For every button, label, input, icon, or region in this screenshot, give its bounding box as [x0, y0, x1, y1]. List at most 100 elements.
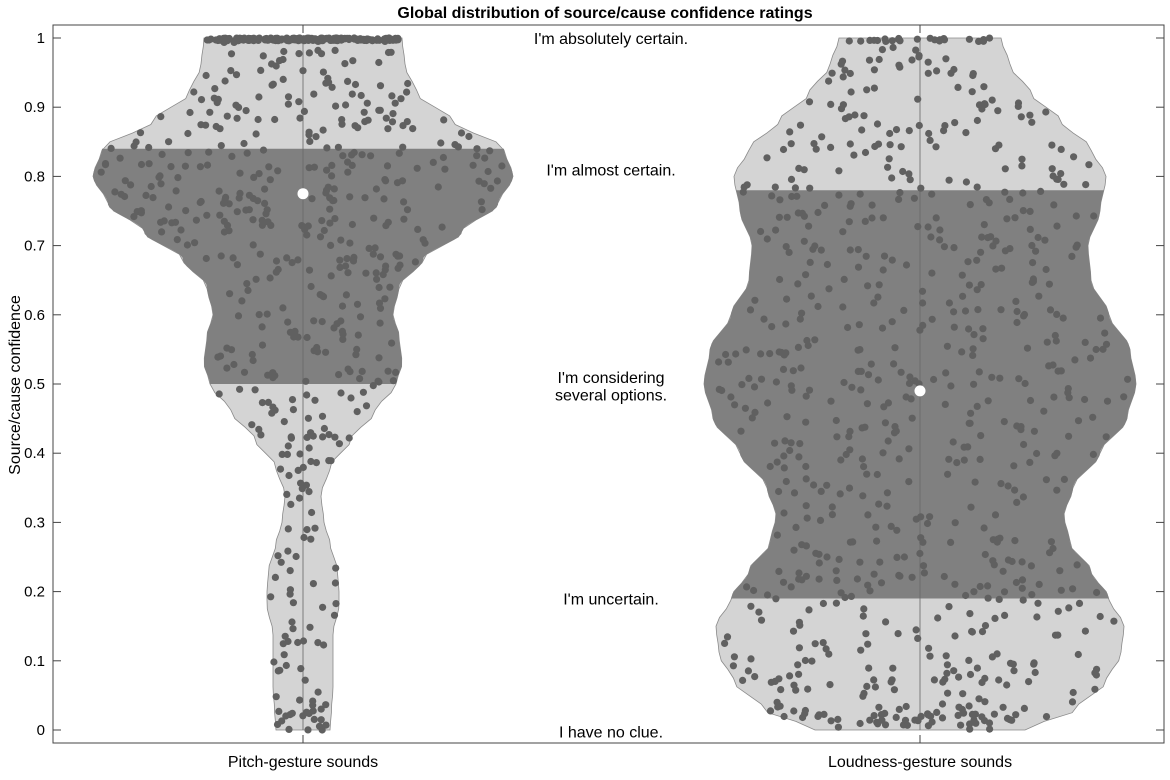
data-point: [1102, 340, 1111, 348]
data-point: [768, 192, 776, 200]
data-point: [203, 211, 211, 219]
data-point: [287, 500, 295, 508]
data-point: [750, 586, 758, 595]
data-point: [357, 91, 365, 100]
data-point: [1019, 596, 1027, 604]
data-point: [1054, 631, 1062, 639]
data-point: [1011, 214, 1019, 222]
data-point: [305, 266, 314, 274]
data-point: [274, 167, 282, 175]
data-point: [318, 412, 327, 420]
data-point: [1034, 599, 1042, 607]
data-point: [1020, 440, 1028, 449]
data-point: [181, 162, 189, 170]
data-point: [226, 290, 234, 298]
data-point: [337, 389, 345, 397]
data-point: [1081, 338, 1089, 346]
data-point: [914, 95, 922, 103]
data-point: [739, 676, 747, 685]
data-point: [907, 395, 915, 403]
data-point: [815, 559, 823, 567]
data-point: [940, 243, 949, 251]
data-point: [845, 484, 854, 492]
data-point: [1006, 195, 1014, 203]
data-point: [927, 233, 935, 241]
data-point: [259, 146, 268, 154]
data-point: [439, 153, 447, 162]
data-point: [318, 217, 326, 225]
data-point: [969, 351, 977, 359]
plot-area: 00.10.20.30.40.50.60.70.80.91Pitch-gestu…: [24, 24, 1165, 771]
data-point: [908, 573, 916, 581]
data-point: [1015, 375, 1023, 383]
data-point: [809, 245, 817, 253]
data-point: [879, 214, 887, 222]
data-point: [880, 252, 889, 260]
data-point: [383, 162, 392, 170]
data-point: [941, 675, 949, 683]
data-point: [837, 456, 845, 464]
data-point: [854, 246, 862, 254]
data-point: [801, 656, 810, 665]
data-point: [322, 721, 330, 729]
data-point: [995, 141, 1003, 149]
data-point: [341, 60, 349, 68]
data-point: [299, 67, 307, 75]
data-point: [865, 664, 873, 672]
data-point: [373, 275, 381, 283]
data-point: [971, 478, 979, 486]
data-point: [269, 369, 277, 377]
data-point: [860, 463, 868, 471]
data-point: [783, 295, 791, 303]
data-point: [429, 158, 437, 166]
data-point: [775, 675, 783, 683]
data-point: [897, 143, 905, 151]
data-point: [369, 382, 377, 390]
data-point: [981, 622, 990, 630]
data-point: [980, 717, 989, 725]
data-point: [279, 55, 287, 64]
data-point: [145, 160, 153, 168]
data-point: [1054, 367, 1062, 375]
data-point: [277, 558, 285, 566]
data-point: [781, 437, 789, 445]
data-point: [381, 37, 389, 46]
data-point: [928, 315, 936, 323]
data-point: [957, 721, 965, 729]
data-point: [744, 667, 753, 675]
data-point: [827, 100, 835, 108]
data-point: [973, 256, 981, 264]
data-point: [812, 145, 820, 153]
data-point: [1051, 331, 1059, 340]
data-point: [721, 639, 729, 648]
data-point: [856, 558, 864, 566]
data-point: [1099, 345, 1107, 353]
data-point: [864, 511, 872, 519]
data-point: [331, 433, 339, 441]
data-point: [202, 121, 210, 129]
data-point: [865, 56, 874, 64]
data-point: [345, 35, 353, 44]
data-point: [805, 606, 813, 614]
data-point: [846, 446, 854, 454]
data-point: [473, 145, 481, 153]
data-point: [308, 508, 316, 517]
data-point: [223, 364, 231, 372]
data-point: [469, 161, 477, 169]
data-point: [834, 723, 843, 731]
data-point: [1074, 417, 1083, 425]
data-point: [359, 36, 367, 44]
data-point: [873, 470, 881, 479]
data-point: [954, 83, 962, 91]
data-point: [388, 118, 397, 126]
data-point: [1013, 318, 1021, 327]
data-point: [941, 400, 949, 408]
data-point: [329, 197, 337, 205]
data-point: [1081, 395, 1089, 404]
data-point: [932, 214, 940, 222]
data-point: [802, 392, 810, 400]
data-point: [222, 193, 230, 201]
data-point: [301, 676, 309, 684]
data-point: [773, 531, 782, 539]
